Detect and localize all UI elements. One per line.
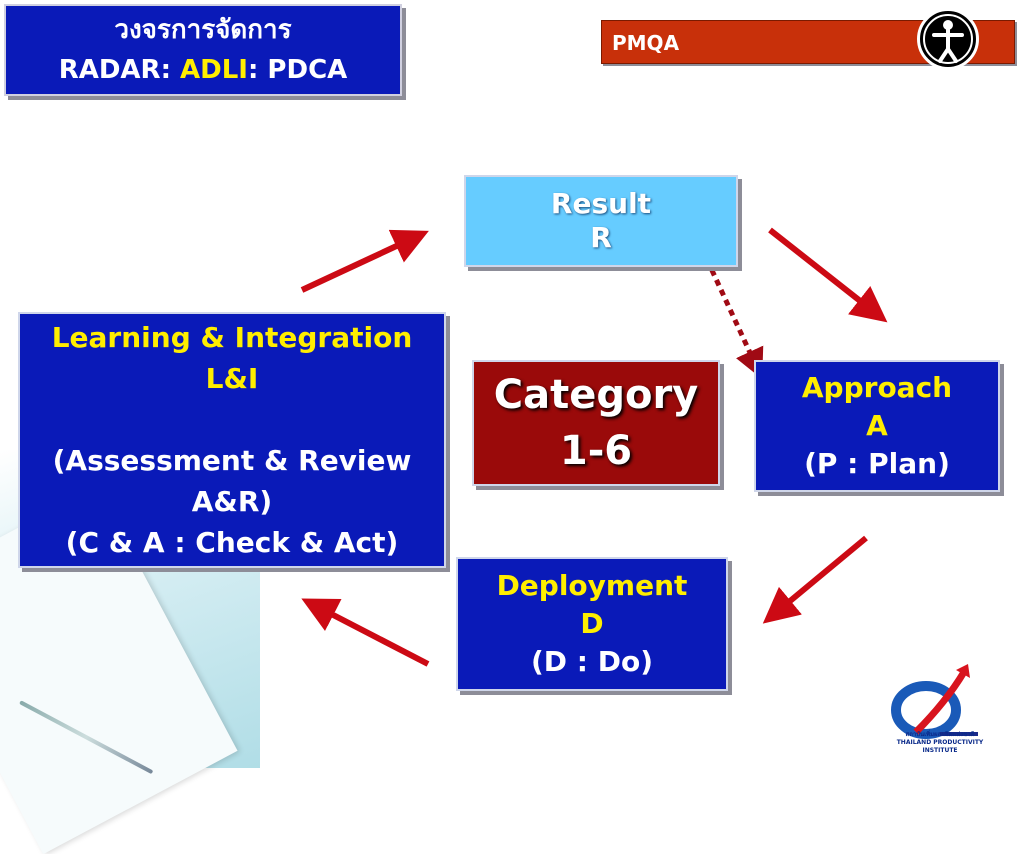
approach-box: Approach A (P : Plan) [754, 360, 1000, 492]
arrow-result-to-approach [768, 227, 888, 323]
learning-box: Learning & Integration L&I (Assessment &… [18, 312, 446, 568]
title-line-1: วงจรการจัดการ [114, 15, 292, 45]
learning-pdca: (C & A : Check & Act) [65, 526, 399, 559]
learning-letter: L&I [205, 362, 259, 395]
logo-caption: สถาบันเพิ่มผลผลิตแห่งชาติ THAILAND PRODU… [886, 731, 994, 755]
brand-label: PMQA [612, 31, 680, 55]
category-box: Category 1-6 [472, 360, 720, 486]
approach-letter: A [866, 409, 888, 442]
title-suffix: : PDCA [247, 55, 348, 85]
slide-title: วงจรการจัดการ RADAR: ADLI: PDCA [4, 4, 402, 96]
learning-title: Learning & Integration [51, 321, 413, 354]
title-line-2: RADAR: ADLI: PDCA [6, 50, 400, 90]
result-letter: R [590, 221, 612, 254]
arrow-deployment-to-learning [301, 598, 430, 667]
deployment-title: Deployment [496, 569, 688, 602]
learning-ar: A&R) [191, 485, 273, 518]
category-range: 1-6 [559, 428, 633, 474]
deployment-box: Deployment D (D : Do) [456, 557, 728, 691]
learning-assessment: (Assessment & Review [52, 444, 412, 477]
result-box: Result R [464, 175, 738, 267]
logo-caption-thai: สถาบันเพิ่มผลผลิตแห่งชาติ [905, 731, 975, 738]
arrow-approach-to-deployment [762, 535, 868, 624]
learning-spacer [20, 399, 444, 440]
result-title: Result [550, 187, 652, 220]
title-highlight: ADLI [180, 55, 248, 85]
title-prefix: RADAR: [58, 55, 181, 85]
approach-title: Approach [801, 371, 953, 404]
deployment-letter: D [580, 607, 604, 640]
logo-caption-en: THAILAND PRODUCTIVITY INSTITUTE [896, 739, 984, 754]
approach-pdca: (P : Plan) [804, 447, 950, 480]
category-title: Category [493, 372, 699, 418]
arrow-learning-to-result [300, 229, 429, 293]
tpi-logo-icon [891, 664, 978, 739]
vitruvian-man-icon [917, 8, 979, 70]
deployment-pdca: (D : Do) [530, 645, 653, 678]
